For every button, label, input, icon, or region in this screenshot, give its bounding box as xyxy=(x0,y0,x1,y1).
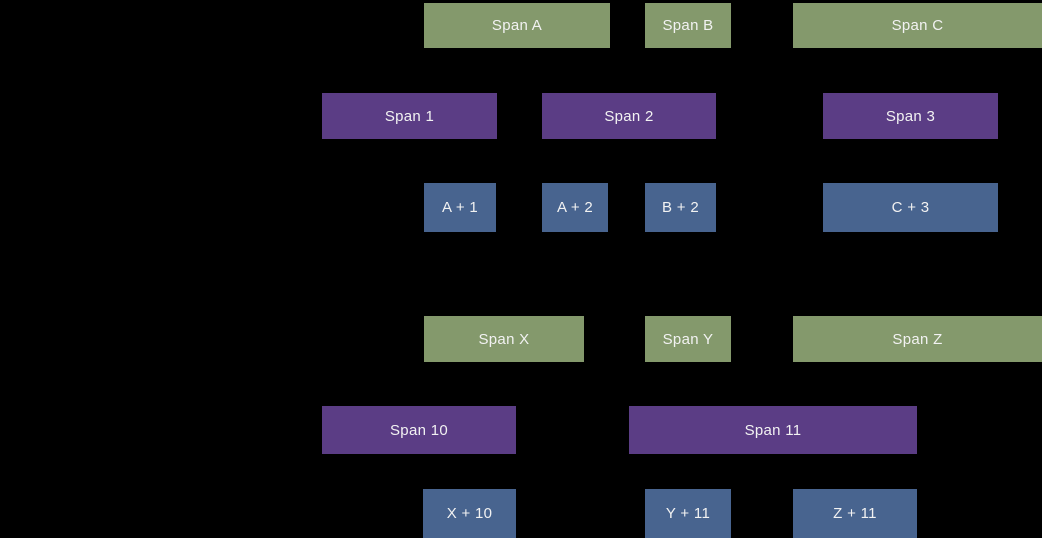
span-box-span-x: Span X xyxy=(424,316,584,362)
span-box-c-plus-3: C + 3 xyxy=(823,183,998,232)
span-box-span-2: Span 2 xyxy=(542,93,716,139)
span-box-b-plus-2: B + 2 xyxy=(645,183,716,232)
span-box-span-11: Span 11 xyxy=(629,406,917,454)
span-box-span-z: Span Z xyxy=(793,316,1042,362)
span-box-span-10: Span 10 xyxy=(322,406,516,454)
span-box-span-c: Span C xyxy=(793,3,1042,48)
span-box-span-3: Span 3 xyxy=(823,93,998,139)
span-box-span-y: Span Y xyxy=(645,316,731,362)
span-box-y-plus-11: Y + 11 xyxy=(645,489,731,538)
span-box-span-b: Span B xyxy=(645,3,731,48)
span-box-span-1: Span 1 xyxy=(322,93,497,139)
span-box-a-plus-1: A + 1 xyxy=(424,183,496,232)
span-box-a-plus-2: A + 2 xyxy=(542,183,608,232)
span-box-x-plus-10: X + 10 xyxy=(423,489,516,538)
span-box-z-plus-11: Z + 11 xyxy=(793,489,917,538)
span-box-span-a: Span A xyxy=(424,3,610,48)
